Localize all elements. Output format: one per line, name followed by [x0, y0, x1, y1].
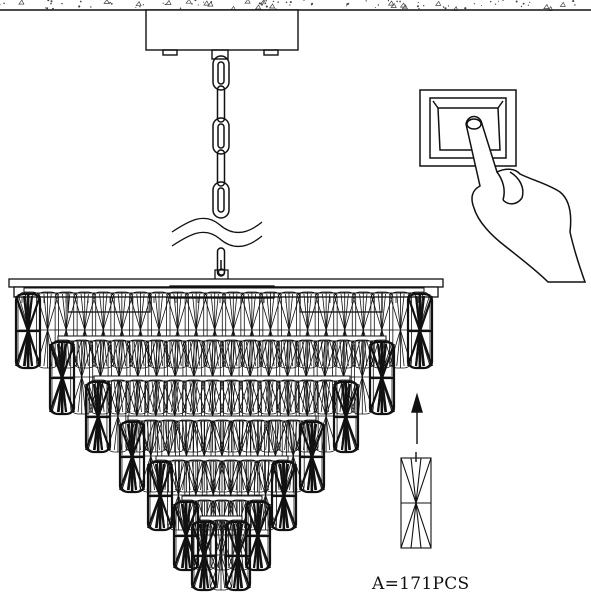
crystal-prism	[400, 452, 432, 549]
up-arrow	[411, 392, 423, 444]
suspension-chain	[212, 55, 230, 277]
chain-break-mark	[171, 217, 263, 248]
crystal-tiers	[14, 287, 434, 592]
ceiling-slab	[0, 0, 591, 12]
pointing-hand	[465, 115, 587, 283]
chandelier	[8, 268, 444, 592]
ceiling-canopy	[145, 9, 299, 60]
quantity-label: A=171PCS	[371, 574, 469, 594]
